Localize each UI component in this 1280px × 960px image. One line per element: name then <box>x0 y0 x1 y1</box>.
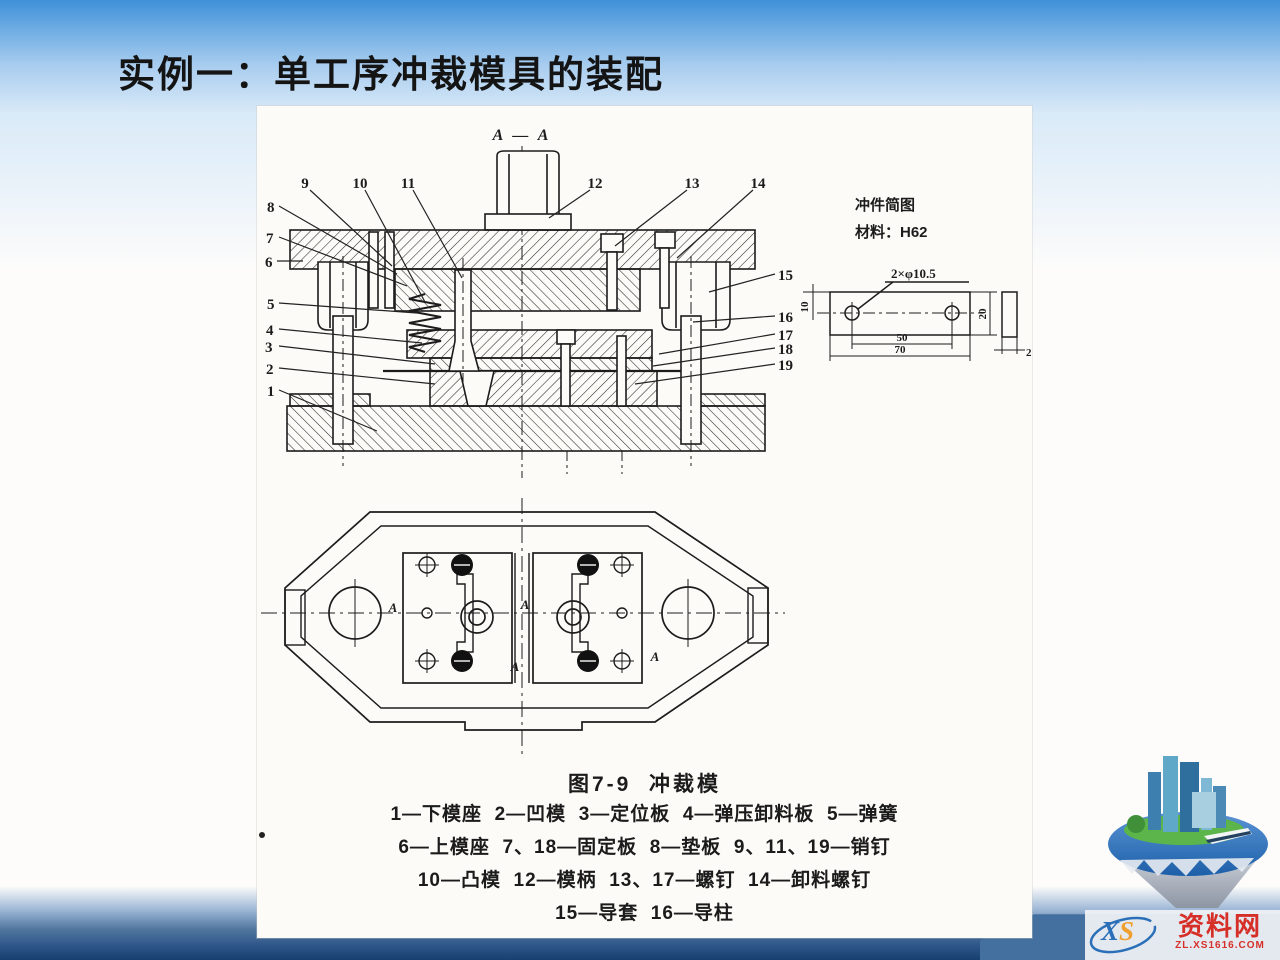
slide-title: 实例一：单工序冲裁模具的装配 <box>118 54 664 95</box>
callout-17: 17 <box>778 328 794 344</box>
callout-4: 4 <box>266 323 274 339</box>
sketch-title: 冲件简图 <box>855 196 915 214</box>
callout-1: 1 <box>267 384 275 400</box>
page-dot <box>259 832 265 838</box>
scanned-figure-panel: A — A <box>257 106 1032 938</box>
logo-site-url: ZL.XS1616.COM <box>1175 940 1265 951</box>
plan-marker-a1: A <box>388 600 398 615</box>
figure-caption: 图7-9 冲裁模 1—下模座 2—凹模 3—定位板 4—弹压卸料板 5—弹簧 6… <box>257 768 1032 930</box>
plan-marker-a3: A <box>510 659 520 674</box>
island-boat-stripe <box>1206 831 1251 843</box>
callout-9: 9 <box>301 176 309 192</box>
dim-pitch: 50 <box>897 332 909 344</box>
logo-letter-x: X <box>1101 916 1120 946</box>
callout-6: 6 <box>265 255 273 271</box>
island-graphic <box>1108 756 1268 908</box>
logo-xs-monogram: XS <box>1101 916 1134 947</box>
island-ice <box>1120 858 1254 876</box>
plan-marker-a4: A <box>650 649 660 664</box>
callout-10: 10 <box>353 176 368 192</box>
parts-list-line-4: 15—导套 16—导柱 <box>555 903 734 924</box>
watermark-logo: XS 资料网 ZL.XS1616.COM <box>1085 910 1280 960</box>
parts-list-line-1: 1—下模座 2—凹模 3—定位板 4—弹压卸料板 5—弹簧 <box>390 804 899 825</box>
plan-section-markers: A A A A <box>388 597 660 674</box>
island-buildings <box>1148 756 1226 832</box>
hole-dimension-label: 2×φ10.5 <box>891 266 936 281</box>
callout-11: 11 <box>401 176 415 192</box>
callout-16: 16 <box>778 310 794 326</box>
callout-3: 3 <box>265 340 273 356</box>
callout-14: 14 <box>751 176 767 192</box>
island-tree <box>1127 815 1145 833</box>
section-view <box>286 146 766 478</box>
callout-7: 7 <box>266 231 274 247</box>
sketch-material: 材料：H62 <box>855 223 928 241</box>
callout-leaders <box>277 189 776 432</box>
section-label: A — A <box>492 127 552 144</box>
callout-18: 18 <box>778 342 793 358</box>
parts-list-line-2: 6—上模座 7、18—固定板 8—垫板 9、11、19—销钉 <box>398 837 891 858</box>
callout-8: 8 <box>267 200 275 216</box>
callout-13: 13 <box>685 176 700 192</box>
logo-text-block: 资料网 ZL.XS1616.COM <box>1161 912 1279 952</box>
callout-5: 5 <box>267 297 275 313</box>
dim-height: 20 <box>977 308 989 320</box>
logo-letter-s: S <box>1119 916 1135 946</box>
plan-view <box>261 498 785 758</box>
plan-marker-a2: A <box>520 597 530 612</box>
parts-list-line-3: 10—凸模 12—模柄 13、17—螺钉 14—卸料螺钉 <box>417 870 872 891</box>
callout-19: 19 <box>778 358 793 374</box>
dim-thickness: 2 <box>1026 347 1032 359</box>
logo-site-name: 资料网 <box>1177 911 1262 941</box>
logo-swoosh-icon <box>1089 916 1157 954</box>
figure-caption-title: 图7-9 冲裁模 <box>567 773 722 796</box>
callout-2: 2 <box>266 362 274 378</box>
callout-12: 12 <box>588 176 603 192</box>
workpiece-sketch: 冲件简图 材料：H62 2×φ10.5 <box>799 196 1032 361</box>
dim-width: 70 <box>895 344 907 356</box>
dim-edge: 10 <box>799 301 811 313</box>
callout-15: 15 <box>778 268 793 284</box>
die-assembly-drawing: A — A <box>261 127 1032 758</box>
callout-numbers: 9 10 11 12 13 14 8 7 6 5 4 3 2 1 15 16 1… <box>265 176 794 400</box>
